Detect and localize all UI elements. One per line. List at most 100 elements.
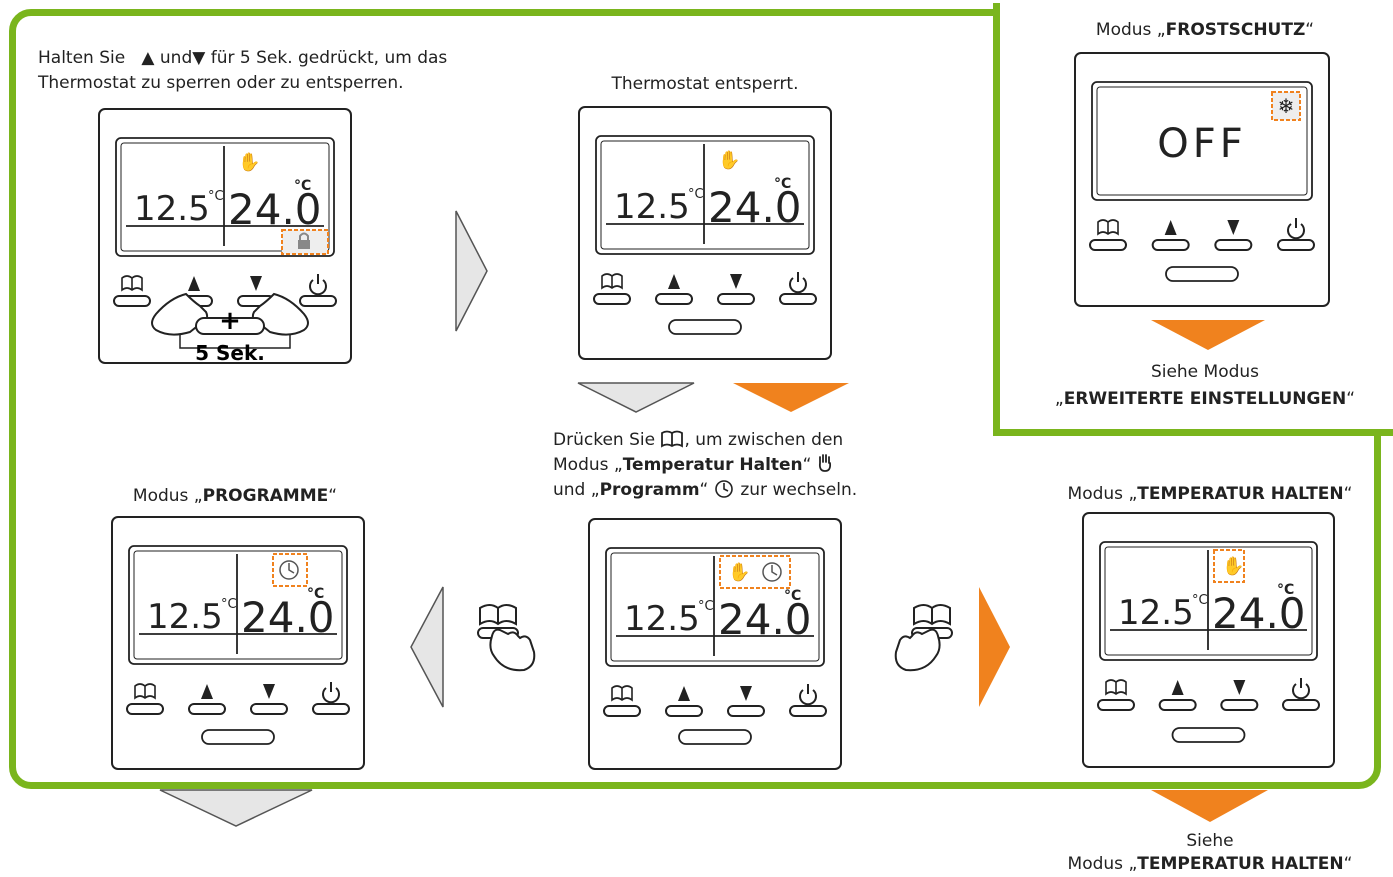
unit-large: °C [784, 588, 801, 604]
hold-prefix: Modus „ [1067, 484, 1138, 504]
room-temp-readout: 12.5 [147, 597, 223, 637]
arrow-right-gray [455, 210, 488, 332]
frost-see-line1: Siehe Modus [1150, 362, 1260, 382]
power-button [299, 295, 337, 307]
up-button [655, 293, 693, 305]
clock-mode-icon [279, 560, 299, 580]
frost-see-bold: ERWEITERTE EINSTELLUNGEN [1063, 389, 1347, 409]
lock-text-line2: Thermostat zu sperren oder zu entsperren… [38, 73, 404, 93]
down-button [727, 705, 765, 717]
arrow-left-gray [410, 586, 444, 708]
switch-instruction: Drücken Sie , um zwischen den Modus „Tem… [553, 428, 857, 503]
power-button [779, 293, 817, 305]
frost-display-off: OFF [1157, 121, 1247, 167]
set-temp-readout: 24.0 [718, 595, 812, 644]
triangle-down-icon [263, 684, 275, 699]
plus-sign: + [219, 306, 241, 336]
triangle-down-icon [250, 276, 262, 291]
book-icon [1097, 219, 1119, 236]
down-button [250, 703, 288, 715]
switch-l3-end: zur wechseln. [740, 480, 858, 500]
unlocked-caption: Thermostat entsperrt. [611, 74, 799, 94]
power-button [1282, 699, 1320, 711]
room-temp-readout: 12.5 [134, 189, 210, 229]
lcd-inner [1104, 546, 1313, 656]
room-temp-readout: 12.5 [614, 187, 690, 227]
clock-icon [714, 479, 734, 499]
switch-l3-prefix: und „ [553, 480, 600, 500]
bottom-suffix: “ [1343, 854, 1353, 874]
hold-caption: Modus „TEMPERATUR HALTEN“ [1040, 484, 1380, 504]
lcd-inner [610, 552, 820, 662]
bottom-see-line1: Siehe [1186, 831, 1234, 851]
hand-mode-icon: ✋ [1222, 555, 1244, 577]
unit-large: °C [774, 176, 791, 192]
frost-see-prefix: „ [1054, 389, 1064, 409]
power-icon [1287, 218, 1305, 240]
unit-large: °C [307, 586, 324, 602]
hand-mode-icon: ✋ [238, 151, 260, 173]
power-icon [322, 682, 340, 704]
lcd-inner [133, 550, 343, 660]
set-temp-readout: 24.0 [1212, 589, 1306, 638]
lock-instruction: Halten Sie ▲ und▼ für 5 Sek. gedrückt, u… [38, 46, 447, 96]
indicator-pill [1171, 727, 1246, 743]
book-icon [601, 273, 623, 290]
unit-large: °C [1277, 582, 1294, 598]
book-icon [611, 685, 633, 702]
triangle-down-icon [730, 274, 742, 289]
device-frost: OFF❄ [1074, 52, 1330, 307]
triangle-up-icon [1171, 680, 1184, 695]
programme-prefix: Modus „ [132, 486, 203, 506]
set-temp-readout: 24.0 [241, 593, 335, 642]
switch-l2-bold: Temperatur Halten [622, 455, 803, 475]
switch-l1-prefix: Drücken Sie [553, 430, 656, 450]
triangle-down-icon [1227, 220, 1240, 235]
switch-l1-suffix: , um zwischen den [684, 430, 844, 450]
down-button [1214, 239, 1253, 251]
arrow-right-orange [979, 587, 1010, 707]
unit-small: °C [1192, 593, 1208, 608]
indicator-pill [1165, 266, 1239, 282]
indicator-pill [668, 319, 742, 335]
clock-mode-icon [762, 562, 782, 582]
up-button [1158, 699, 1197, 711]
hand-highlight [1213, 549, 1245, 583]
bottom-prefix: Modus „ [1067, 854, 1138, 874]
up-button [1151, 239, 1190, 251]
programme-bold: PROGRAMME [202, 486, 329, 506]
menu-button [603, 705, 641, 717]
up-button [665, 705, 703, 717]
switch-l3-suffix: “ [699, 480, 709, 500]
lock-text-suffix: für 5 Sek. gedrückt, um das [210, 48, 448, 68]
power-icon [799, 684, 817, 706]
power-button [312, 703, 350, 715]
lcd-inner [120, 142, 330, 252]
press-hand-right [894, 604, 953, 672]
lock-icon [298, 240, 310, 249]
lcd-inner [600, 140, 810, 250]
up-button [188, 703, 226, 715]
triangle-up-icon [188, 276, 200, 291]
power-button [1277, 239, 1315, 251]
unit-small: °C [698, 599, 714, 614]
bottom-see-line2: Modus „TEMPERATUR HALTEN“ [1040, 854, 1380, 874]
menu-button [593, 293, 631, 305]
arrow-down-orange-bottom [1151, 790, 1268, 822]
triangle-down-icon [740, 686, 752, 701]
book-icon [660, 430, 684, 448]
frost-title-suffix: “ [1305, 20, 1315, 40]
arrow-down-gray [577, 382, 695, 413]
programme-suffix: “ [328, 486, 338, 506]
unit-small: °C [688, 187, 704, 202]
triangle-up-icon [201, 684, 213, 699]
lock-text-und: und [159, 48, 193, 68]
menu-button [1097, 699, 1135, 711]
switch-l2-suffix: “ [802, 455, 812, 475]
frost-title: Modus „FROSTSCHUTZ“ [1030, 20, 1380, 40]
hand-icon [817, 453, 833, 473]
lock-hands: + 5 Sek. [151, 292, 309, 364]
duration-label: 5 Sek. [195, 341, 265, 364]
